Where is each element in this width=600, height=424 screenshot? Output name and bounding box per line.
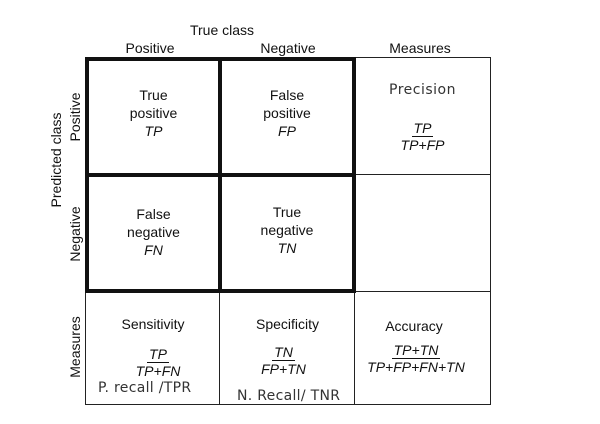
- sensitivity-numerator: TP: [147, 346, 169, 363]
- matrix-horizontal-divider: [85, 173, 356, 177]
- precision-label: Precision: [389, 82, 456, 98]
- fn-line1: False: [136, 206, 171, 222]
- tn-abbr: TN: [277, 240, 297, 256]
- false-negative-cell: False negative FN: [89, 205, 218, 259]
- true-positive-cell: True positive TP: [89, 86, 218, 140]
- specificity-cell: [219, 291, 356, 405]
- tp-line1: True: [139, 87, 168, 103]
- specificity-label: Specificity: [255, 316, 320, 332]
- precision-denominator: TP+FP: [400, 137, 445, 153]
- tp-abbr: TP: [144, 123, 163, 139]
- true-class-header: True class: [189, 22, 255, 38]
- specificity-note: N. Recall/ TNR: [237, 388, 341, 404]
- fn-abbr: FN: [144, 242, 163, 258]
- row-header-negative: Negative: [67, 206, 83, 262]
- specificity-denominator: FP+TN: [261, 361, 306, 377]
- column-header-positive: Positive: [125, 40, 175, 56]
- sensitivity-formula: TP TP+FN: [86, 345, 230, 379]
- empty-measure-cell: [354, 174, 491, 293]
- column-header-measures: Measures: [389, 40, 451, 56]
- specificity-numerator: TN: [272, 344, 295, 361]
- accuracy-formula: TP+TN TP+FP+FN+TN: [355, 341, 477, 375]
- tn-line1: True: [272, 204, 302, 220]
- row-header-measures: Measures: [67, 316, 83, 378]
- accuracy-label: Accuracy: [385, 318, 443, 334]
- sensitivity-cell: [85, 291, 221, 405]
- specificity-formula: TN FP+TN: [220, 343, 347, 377]
- accuracy-cell: [354, 291, 491, 405]
- precision-cell: [354, 57, 491, 175]
- sensitivity-label: Sensitivity: [121, 316, 185, 332]
- fp-line2: positive: [263, 105, 311, 121]
- tp-line2: positive: [129, 105, 178, 121]
- false-positive-cell: False positive FP: [222, 86, 352, 140]
- fp-abbr: FP: [278, 123, 296, 139]
- precision-numerator: TP: [411, 120, 434, 137]
- sensitivity-denominator: TP+FN: [135, 363, 181, 379]
- fp-line1: False: [269, 87, 305, 103]
- sensitivity-note: P. recall /TPR: [98, 380, 192, 396]
- precision-formula: TP TP+FP: [356, 119, 489, 153]
- tn-line2: negative: [260, 222, 314, 238]
- row-header-positive: Positive: [67, 92, 83, 142]
- predicted-class-header: Predicted class: [48, 112, 64, 208]
- accuracy-denominator: TP+FP+FN+TN: [367, 359, 465, 375]
- accuracy-numerator: TP+TN: [391, 342, 441, 359]
- fn-line2: negative: [127, 224, 180, 240]
- column-header-negative: Negative: [260, 40, 316, 56]
- true-negative-cell: True negative TN: [222, 203, 352, 257]
